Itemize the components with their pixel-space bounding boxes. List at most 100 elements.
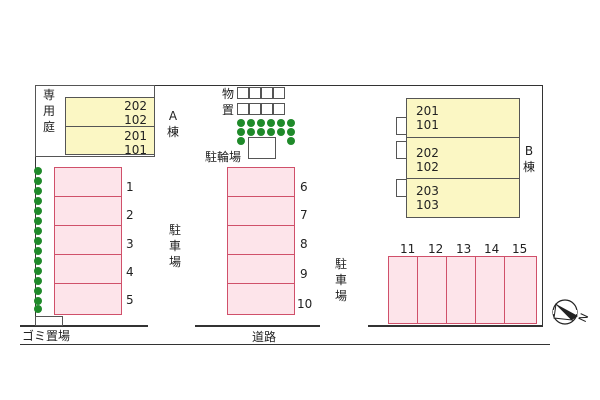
unit-a-201: 201 — [124, 129, 147, 143]
parking-number: 13 — [456, 242, 472, 256]
tree-icon — [287, 119, 295, 127]
unit-b-203: 203 — [416, 184, 439, 198]
tree-icon — [34, 297, 42, 305]
storage-shed — [237, 103, 249, 115]
storage-shed — [273, 103, 285, 115]
building-b — [406, 98, 520, 218]
parking-stall — [227, 254, 295, 284]
site-boundary-top — [35, 85, 543, 86]
parking-stall — [227, 283, 295, 315]
parking-label-middle: 駐車場 — [334, 257, 347, 303]
parking-number: 8 — [300, 237, 308, 251]
parking-number: 5 — [126, 293, 134, 307]
building-a-name: A棟 — [166, 109, 179, 139]
storage-shed — [249, 103, 261, 115]
building-a-divider — [65, 126, 155, 127]
parking-number: 15 — [512, 242, 528, 256]
tree-icon — [267, 119, 275, 127]
tree-icon — [257, 119, 265, 127]
tree-icon — [34, 267, 42, 275]
parking-number: 6 — [300, 180, 308, 194]
front-boundary-right — [368, 325, 543, 327]
parking-number: 10 — [297, 297, 313, 311]
tree-icon — [34, 305, 42, 313]
parking-number: 3 — [126, 237, 134, 251]
tree-icon — [237, 128, 245, 136]
parking-number: 14 — [484, 242, 500, 256]
front-boundary-left — [20, 325, 148, 327]
parking-stall — [54, 254, 122, 284]
unit-b-201: 201 — [416, 104, 439, 118]
parking-stall — [227, 196, 295, 226]
unit-a-102: 102 — [124, 113, 147, 127]
parking-number: 11 — [400, 242, 416, 256]
parking-number: 4 — [126, 265, 134, 279]
tree-icon — [277, 128, 285, 136]
tree-icon — [34, 237, 42, 245]
parking-stall — [446, 256, 476, 324]
parking-stall — [54, 283, 122, 315]
storage-label: 物置 — [221, 87, 234, 117]
balcony — [396, 117, 407, 135]
tree-icon — [34, 167, 42, 175]
road-edge — [20, 344, 550, 345]
compass-north-icon — [550, 296, 594, 330]
unit-a-202: 202 — [124, 99, 147, 113]
tree-icon — [34, 257, 42, 265]
tree-icon — [277, 119, 285, 127]
garbage-label: ゴミ置場 — [22, 329, 71, 343]
bicycle-parking-label: 駐輪場 — [205, 150, 242, 164]
parking-stall — [504, 256, 537, 324]
parking-number: 7 — [300, 208, 308, 222]
parking-number: 1 — [126, 180, 134, 194]
tree-icon — [34, 277, 42, 285]
parking-stall — [227, 225, 295, 255]
tree-icon — [34, 217, 42, 225]
balcony — [396, 141, 407, 159]
parking-number: 2 — [126, 208, 134, 222]
tree-icon — [34, 247, 42, 255]
balcony — [396, 179, 407, 197]
unit-b-202: 202 — [416, 146, 439, 160]
road-label: 道路 — [252, 330, 277, 344]
parking-stall — [54, 196, 122, 226]
tree-icon — [247, 128, 255, 136]
tree-icon — [287, 137, 295, 145]
parking-stall — [475, 256, 505, 324]
storage-shed — [249, 87, 261, 99]
parking-stall — [417, 256, 447, 324]
site-boundary-left — [35, 85, 36, 325]
parking-stall — [227, 167, 295, 197]
tree-icon — [287, 128, 295, 136]
building-b-divider — [406, 137, 520, 138]
parking-stall — [54, 167, 122, 197]
tree-icon — [34, 227, 42, 235]
unit-b-102: 102 — [416, 160, 439, 174]
tree-icon — [237, 119, 245, 127]
storage-shed — [237, 87, 249, 99]
storage-shed — [261, 103, 273, 115]
front-boundary-middle — [195, 325, 320, 327]
garbage-area — [35, 316, 63, 326]
tree-icon — [34, 207, 42, 215]
tree-icon — [34, 177, 42, 185]
bicycle-parking-area — [248, 137, 276, 159]
parking-number: 12 — [428, 242, 444, 256]
unit-b-101: 101 — [416, 118, 439, 132]
tree-icon — [34, 197, 42, 205]
site-boundary-right — [542, 85, 543, 325]
building-b-name: B棟 — [522, 144, 535, 174]
storage-shed — [261, 87, 273, 99]
parking-number: 9 — [300, 267, 308, 281]
building-b-divider — [406, 178, 520, 179]
tree-icon — [237, 137, 245, 145]
tree-icon — [34, 287, 42, 295]
parking-stall — [388, 256, 418, 324]
unit-b-103: 103 — [416, 198, 439, 212]
tree-icon — [34, 187, 42, 195]
parking-label-left: 駐車場 — [168, 223, 181, 269]
private-garden-label: 専用庭 — [42, 88, 55, 134]
tree-icon — [267, 128, 275, 136]
tree-icon — [257, 128, 265, 136]
tree-icon — [247, 119, 255, 127]
